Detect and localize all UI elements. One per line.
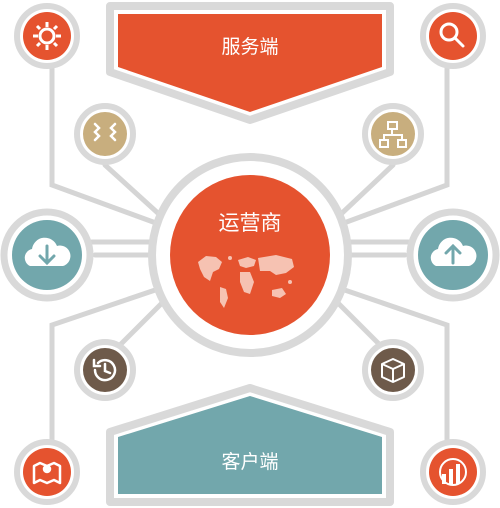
search-icon	[439, 22, 465, 48]
download-node	[0, 208, 94, 302]
bar-chart-icon	[439, 458, 467, 486]
chart-node	[420, 439, 486, 505]
history-node	[74, 339, 136, 401]
client-banner: 客户端	[106, 384, 394, 506]
upload-node	[406, 208, 500, 302]
compress-icon	[93, 122, 117, 142]
network-node	[362, 103, 424, 165]
operator-hub: 运营商	[148, 153, 352, 357]
gear-icon	[33, 22, 61, 50]
compress-node	[74, 103, 136, 165]
settings-node	[14, 3, 80, 69]
server-banner: 服务端	[106, 2, 394, 124]
cloud-upload-icon	[430, 237, 477, 266]
client-label: 客户端	[221, 451, 278, 473]
package-node	[362, 339, 424, 401]
operator-label: 运营商	[219, 211, 282, 235]
map-node	[14, 439, 80, 505]
world-map-icon	[198, 255, 294, 308]
history-icon	[92, 358, 117, 382]
network-icon	[379, 121, 407, 148]
map-pin-icon	[32, 461, 62, 485]
search-node	[420, 3, 486, 69]
package-icon	[381, 358, 405, 383]
cloud-download-icon	[24, 237, 71, 266]
server-label: 服务端	[221, 36, 278, 58]
